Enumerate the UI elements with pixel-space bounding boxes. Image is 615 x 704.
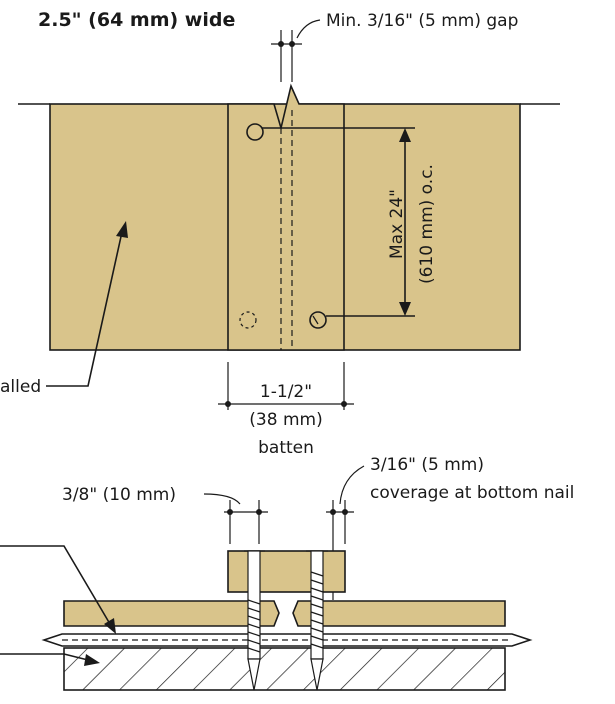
edge-distance-label: 3/8" (10 mm) — [62, 485, 176, 505]
section-board-left — [63, 600, 280, 627]
batten — [227, 83, 345, 351]
elevation-view: Max 24" (610 mm) o.c. Min. 3/16" (5 mm) … — [0, 9, 560, 458]
batten-width-label-1: 1-1/2" — [260, 382, 312, 402]
section-view: 3/8" (10 mm) 3/16" (5 mm) coverage at bo… — [0, 455, 574, 691]
nail-left — [244, 550, 265, 691]
section-batten — [227, 550, 346, 593]
top-nail-hole — [246, 123, 264, 141]
board-arrowhead — [104, 618, 116, 634]
batten-width-label-2: (38 mm) — [249, 410, 322, 430]
batten-dot-right — [341, 401, 347, 407]
board-leader — [0, 545, 111, 625]
min-gap-label: Min. 3/16" (5 mm) gap — [326, 11, 518, 31]
bottom-nail-hole — [309, 311, 327, 329]
batten-dot-left — [225, 401, 231, 407]
installed-label: alled — [0, 377, 41, 397]
coverage-label-1: 3/16" (5 mm) — [370, 455, 484, 475]
hidden-nail-hole — [239, 311, 257, 329]
spacing-arrow-top — [399, 128, 411, 142]
max-spacing-label-1: Max 24" — [387, 189, 407, 259]
gap-dot-left — [278, 41, 284, 47]
installed-arrowhead — [116, 221, 128, 238]
sheathing-leader — [0, 653, 89, 661]
batten-width-label-3: batten — [258, 438, 314, 458]
coverage-label-2: coverage at bottom nail — [370, 483, 574, 503]
gap-dot-right — [289, 41, 295, 47]
weather-barrier — [41, 633, 533, 647]
installed-leader — [46, 231, 123, 387]
spacing-arrow-bottom — [399, 302, 411, 316]
sheathing — [63, 647, 506, 691]
section-board-right — [292, 600, 506, 627]
sheathing-arrowhead — [84, 654, 100, 666]
edge-distance-leader — [203, 493, 241, 505]
bottom-nail-mark — [312, 315, 319, 325]
gap-leader — [296, 19, 321, 39]
max-spacing-label-2: (610 mm) o.c. — [417, 164, 437, 284]
width-title: 2.5" (64 mm) wide — [38, 9, 235, 31]
coverage-leader — [339, 465, 365, 505]
nail-right — [306, 550, 328, 691]
